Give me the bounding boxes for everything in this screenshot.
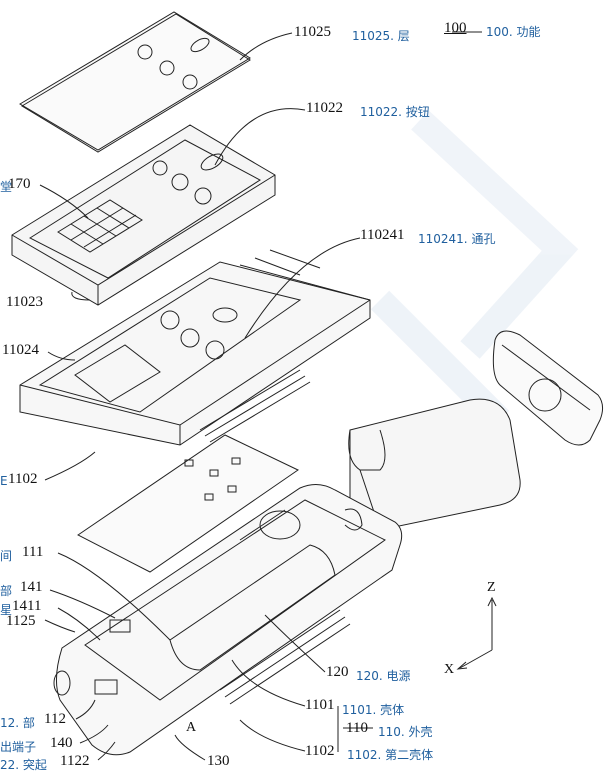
axis-x-label: X xyxy=(444,662,455,677)
label-1122: 1122 xyxy=(60,753,90,769)
label-1102-top: 1102 xyxy=(8,471,38,487)
annotation-1411: 星 xyxy=(0,603,13,617)
label-100: 100 xyxy=(444,20,467,36)
axis-z-label: Z xyxy=(487,580,496,595)
button-cover xyxy=(19,249,371,446)
battery-sleeve xyxy=(348,398,521,531)
circuit-board xyxy=(77,434,299,573)
end-cap xyxy=(492,330,604,446)
label-1101: 1101 xyxy=(305,697,335,713)
key-panel xyxy=(11,124,276,306)
lower-housing xyxy=(53,484,403,756)
label-11023: 11023 xyxy=(6,294,43,310)
annotation-110241: 110241. 通孔 xyxy=(418,232,496,246)
label-130: 130 xyxy=(207,753,230,769)
label-1102-bottom: 1102 xyxy=(305,743,335,759)
housing-fins xyxy=(219,609,351,705)
annotation-112: 12. 部 xyxy=(0,716,35,730)
annotation-11022: 11022. 按钮 xyxy=(360,105,430,119)
annotation-1102: E xyxy=(0,474,8,488)
label-170: 170 xyxy=(8,176,31,192)
cooling-fins xyxy=(199,369,311,443)
label-141: 141 xyxy=(20,579,43,595)
label-111: 111 xyxy=(22,544,44,560)
annotation-11025: 11025. 层 xyxy=(352,29,410,43)
label-11024: 11024 xyxy=(2,342,39,358)
annotation-1101: 1101. 壳体 xyxy=(342,703,405,717)
label-140: 140 xyxy=(50,735,73,751)
label-1411: 1411 xyxy=(12,598,42,614)
annotation-140: 出端子 xyxy=(0,740,37,754)
label-A: A xyxy=(186,720,197,735)
annotation-141: 部 xyxy=(0,584,13,598)
axis-indicator xyxy=(456,596,497,670)
keypad-grid xyxy=(57,199,143,253)
label-110: 110 xyxy=(346,720,368,736)
film-layer xyxy=(19,11,251,153)
annotation-110: 110. 外壳 xyxy=(378,725,433,739)
annotation-100: 100. 功能 xyxy=(486,25,541,39)
leader-lines xyxy=(39,31,482,761)
label-11025: 11025 xyxy=(294,24,331,40)
label-1125: 1125 xyxy=(6,613,36,629)
annotation-1102b: 1102. 第二壳体 xyxy=(347,748,434,762)
label-110241: 110241 xyxy=(360,227,405,243)
label-11022: 11022 xyxy=(306,100,343,116)
label-112: 112 xyxy=(44,711,66,727)
label-120: 120 xyxy=(326,664,349,680)
annotation-111: 间 xyxy=(0,549,13,563)
annotation-170: 堂 xyxy=(0,180,13,194)
annotation-120: 120. 电源 xyxy=(356,669,411,683)
